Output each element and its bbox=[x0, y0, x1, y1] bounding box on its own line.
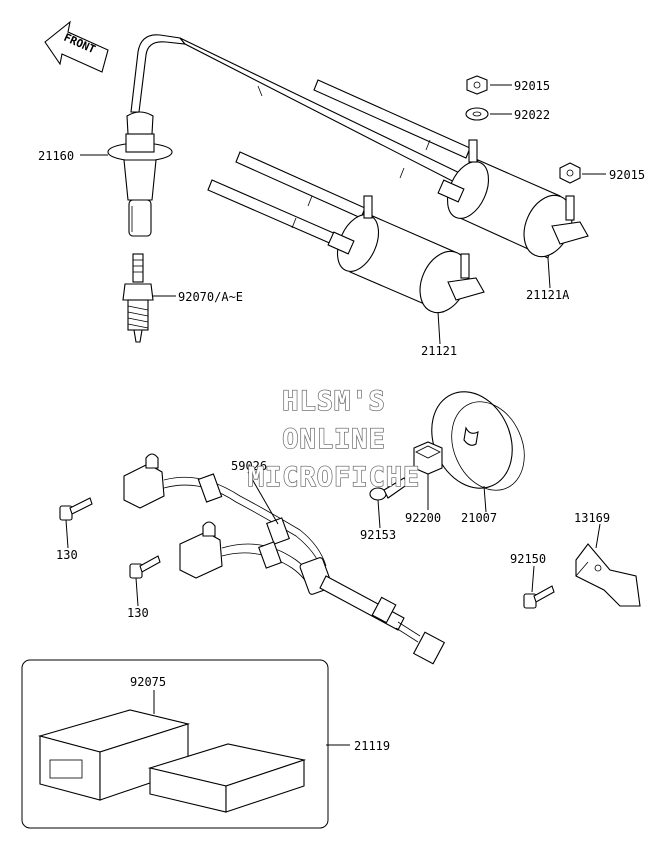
ignition-coil bbox=[327, 195, 485, 314]
watermark-line1: HLSM'S bbox=[282, 386, 386, 417]
bracket bbox=[575, 543, 641, 607]
plug-cap bbox=[107, 111, 173, 237]
label-21121: 21121 bbox=[421, 344, 457, 358]
front-arrow-icon: FRONT bbox=[44, 20, 109, 73]
pickup-harness bbox=[123, 453, 446, 665]
label-59026: 59026 bbox=[231, 459, 267, 473]
label-92153: 92153 bbox=[360, 528, 396, 542]
label-92022: 92022 bbox=[514, 108, 550, 122]
igniter-box-frame bbox=[21, 659, 329, 829]
nut-92015-mid-icon bbox=[559, 162, 581, 184]
washer-92022-icon bbox=[465, 107, 489, 121]
nut-92015-top-icon bbox=[466, 75, 488, 95]
watermark-line2: ONLINE bbox=[282, 424, 386, 455]
igniter-unit bbox=[37, 709, 307, 813]
label-92200: 92200 bbox=[405, 511, 441, 525]
label-92075: 92075 bbox=[130, 675, 166, 689]
label-130-bottom: 130 bbox=[127, 606, 149, 620]
label-21119: 21119 bbox=[354, 739, 390, 753]
label-92015-mid: 92015 bbox=[609, 168, 645, 182]
spark-plug bbox=[122, 253, 154, 343]
label-130-top: 130 bbox=[56, 548, 78, 562]
label-92070: 92070/A~E bbox=[178, 290, 243, 304]
label-92015-top: 92015 bbox=[514, 79, 550, 93]
pickup-disc bbox=[431, 391, 525, 491]
watermark-line3: MICROFICHE bbox=[248, 462, 421, 493]
label-21121A: 21121A bbox=[526, 288, 570, 302]
bolt-92150-icon bbox=[523, 585, 555, 609]
bolt-130-top-icon bbox=[59, 497, 93, 521]
nut-92200-icon bbox=[413, 441, 443, 475]
ignition-coil-a bbox=[437, 139, 589, 259]
bolt-130-bottom-icon bbox=[129, 555, 161, 579]
ignition-cables bbox=[130, 34, 471, 249]
label-13169: 13169 bbox=[574, 511, 610, 525]
bolt-92153-icon bbox=[369, 477, 409, 501]
label-92150: 92150 bbox=[510, 552, 546, 566]
label-21007: 21007 bbox=[461, 511, 497, 525]
leader-lines bbox=[65, 84, 606, 746]
label-21160: 21160 bbox=[38, 149, 74, 163]
